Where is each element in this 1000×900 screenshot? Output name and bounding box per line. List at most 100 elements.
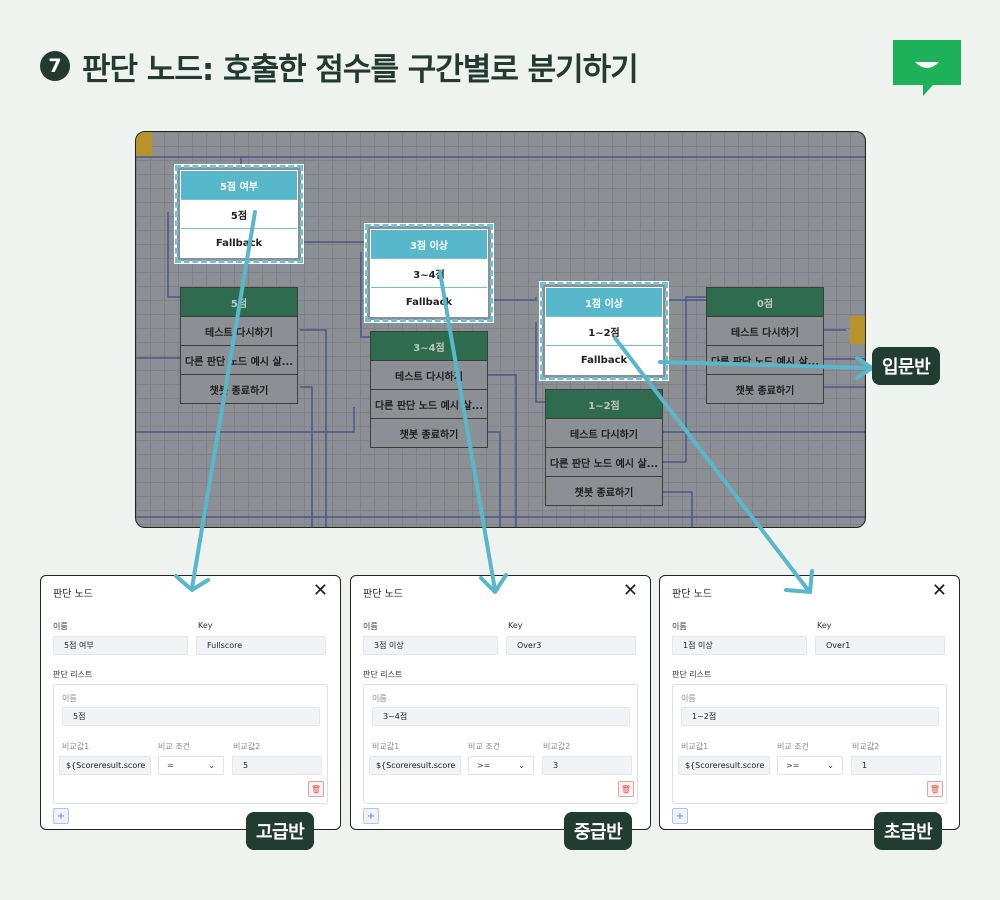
plus-icon[interactable]: + bbox=[53, 808, 69, 824]
list-label: 판단 리스트 bbox=[363, 670, 403, 679]
cond-select[interactable]: = ⌄ bbox=[158, 756, 224, 775]
cmp2-field[interactable]: 3 bbox=[542, 756, 632, 775]
node-row[interactable]: 다른 판단 노드 예시 살... bbox=[707, 345, 823, 374]
cond-select[interactable]: >= ⌄ bbox=[468, 756, 534, 775]
key-label: Key bbox=[198, 621, 213, 630]
judge-list: 이름 1~2점 비교값1 비교 조건 비교값2 ${Scoreresult.sc… bbox=[672, 684, 947, 804]
key-label: Key bbox=[508, 621, 523, 630]
cmp1-field[interactable]: ${Scoreresult.score bbox=[369, 756, 461, 775]
title-text: 판단 노드: 호출한 점수를 구간별로 분기하기 bbox=[82, 51, 639, 88]
panel-title: 판단 노드 bbox=[672, 589, 712, 600]
item-name-label: 이름 bbox=[372, 694, 387, 703]
name-label: 이름 bbox=[363, 622, 378, 631]
node-row[interactable]: 테스트 다시하기 bbox=[546, 418, 662, 447]
cmp2-field[interactable]: 1 bbox=[851, 756, 941, 775]
name-field[interactable]: 3점 이상 bbox=[363, 636, 498, 655]
node-title: 0점 bbox=[707, 288, 823, 316]
advanced-class-badge: 고급반 bbox=[246, 812, 315, 850]
panel-title: 판단 노드 bbox=[363, 589, 403, 600]
trash-icon[interactable]: 🗑 bbox=[927, 781, 943, 797]
cmp2-label: 비교값2 bbox=[852, 742, 880, 751]
node-title: 1점 이상 bbox=[546, 288, 662, 316]
node-title: 5점 bbox=[181, 288, 297, 316]
node-row[interactable]: 1~2점 bbox=[546, 316, 662, 345]
trash-icon[interactable]: 🗑 bbox=[618, 781, 634, 797]
intermediate-class-badge: 중급반 bbox=[564, 812, 633, 850]
node-row[interactable]: 3~4점 bbox=[371, 258, 487, 287]
flow-canvas[interactable]: 5점 테스트 다시하기 다른 판단 노드 예시 살... 챗봇 종료하기 3~4… bbox=[135, 131, 866, 528]
node-title: 1~2점 bbox=[546, 390, 662, 418]
key-field[interactable]: Fullscore bbox=[196, 636, 326, 655]
flow-node[interactable]: 3~4점 테스트 다시하기 다른 판단 노드 예시 살... 챗봇 종료하기 bbox=[370, 331, 488, 448]
key-field[interactable]: Over3 bbox=[506, 636, 636, 655]
beginner-class-badge: 초급반 bbox=[874, 812, 943, 850]
name-field[interactable]: 5점 여부 bbox=[53, 636, 188, 655]
node-row[interactable]: 테스트 다시하기 bbox=[707, 316, 823, 345]
item-name-field[interactable]: 3~4점 bbox=[372, 707, 630, 726]
cmp2-label: 비교값2 bbox=[543, 742, 571, 751]
item-name-label: 이름 bbox=[681, 694, 696, 703]
panel-title: 판단 노드 bbox=[53, 589, 93, 600]
cond-label: 비교 조건 bbox=[468, 742, 500, 751]
chevron-down-icon: ⌄ bbox=[827, 761, 834, 770]
trash-icon[interactable]: 🗑 bbox=[308, 781, 324, 797]
cmp1-field[interactable]: ${Scoreresult.score bbox=[59, 756, 151, 775]
cmp1-label: 비교값1 bbox=[62, 742, 90, 751]
node-row[interactable]: 챗봇 종료하기 bbox=[707, 374, 823, 403]
cond-value: = bbox=[167, 761, 174, 770]
judge-node[interactable]: 5점 여부 5점 Fallback bbox=[175, 165, 303, 263]
name-label: 이름 bbox=[53, 622, 68, 631]
node-row[interactable]: Fallback bbox=[181, 228, 297, 257]
node-row[interactable]: 테스트 다시하기 bbox=[181, 316, 297, 345]
plus-icon[interactable]: + bbox=[672, 808, 688, 824]
page-title: 7 판단 노드: 호출한 점수를 구간별로 분기하기 bbox=[40, 40, 639, 92]
list-label: 판단 리스트 bbox=[672, 670, 712, 679]
node-title: 3점 이상 bbox=[371, 230, 487, 258]
node-row[interactable]: 챗봇 종료하기 bbox=[181, 374, 297, 403]
judge-node[interactable]: 3점 이상 3~4점 Fallback bbox=[365, 224, 493, 322]
cmp1-label: 비교값1 bbox=[372, 742, 400, 751]
name-field[interactable]: 1점 이상 bbox=[672, 636, 807, 655]
list-label: 판단 리스트 bbox=[53, 670, 93, 679]
node-row[interactable]: 챗봇 종료하기 bbox=[371, 418, 487, 447]
cond-value: >= bbox=[786, 761, 800, 770]
cond-value: >= bbox=[477, 761, 491, 770]
close-icon[interactable]: ✕ bbox=[931, 580, 947, 601]
node-row[interactable]: 다른 판단 노드 예시 살... bbox=[371, 389, 487, 418]
cmp2-field[interactable]: 5 bbox=[232, 756, 322, 775]
judge-node[interactable]: 1점 이상 1~2점 Fallback bbox=[540, 282, 668, 380]
node-row[interactable]: 다른 판단 노드 예시 살... bbox=[181, 345, 297, 374]
node-row[interactable]: 챗봇 종료하기 bbox=[546, 476, 662, 505]
chevron-down-icon: ⌄ bbox=[518, 761, 525, 770]
judge-list: 이름 3~4점 비교값1 비교 조건 비교값2 ${Scoreresult.sc… bbox=[363, 684, 638, 804]
step-number: 7 bbox=[40, 51, 70, 81]
node-row[interactable]: 다른 판단 노드 예시 살... bbox=[546, 447, 662, 476]
node-row[interactable]: 테스트 다시하기 bbox=[371, 360, 487, 389]
flow-node[interactable]: 5점 테스트 다시하기 다른 판단 노드 예시 살... 챗봇 종료하기 bbox=[180, 287, 298, 404]
item-name-label: 이름 bbox=[62, 694, 77, 703]
node-title: 3~4점 bbox=[371, 332, 487, 360]
key-label: Key bbox=[817, 621, 832, 630]
close-icon[interactable]: ✕ bbox=[622, 580, 638, 601]
plus-icon[interactable]: + bbox=[363, 808, 379, 824]
key-field[interactable]: Over1 bbox=[815, 636, 945, 655]
cond-select[interactable]: >= ⌄ bbox=[777, 756, 843, 775]
judge-list: 이름 5점 비교값1 비교 조건 비교값2 ${Scoreresult.scor… bbox=[53, 684, 328, 804]
intro-class-badge: 입문반 bbox=[872, 347, 941, 385]
name-label: 이름 bbox=[672, 622, 687, 631]
flow-node[interactable]: 1~2점 테스트 다시하기 다른 판단 노드 예시 살... 챗봇 종료하기 bbox=[545, 389, 663, 506]
item-name-field[interactable]: 5점 bbox=[62, 707, 320, 726]
chevron-down-icon: ⌄ bbox=[208, 761, 215, 770]
cmp1-field[interactable]: ${Scoreresult.score bbox=[678, 756, 770, 775]
node-row[interactable]: Fallback bbox=[546, 345, 662, 374]
node-title: 5점 여부 bbox=[181, 171, 297, 199]
item-name-field[interactable]: 1~2점 bbox=[681, 707, 939, 726]
node-row[interactable]: Fallback bbox=[371, 287, 487, 316]
node-row[interactable]: 5점 bbox=[181, 199, 297, 228]
judge-node-panel: 판단 노드 ✕ 이름 1점 이상 Key Over1 판단 리스트 이름 1~2… bbox=[659, 575, 960, 830]
close-icon[interactable]: ✕ bbox=[312, 580, 328, 601]
cmp1-label: 비교값1 bbox=[681, 742, 709, 751]
cond-label: 비교 조건 bbox=[777, 742, 809, 751]
judge-node-panel: 판단 노드 ✕ 이름 5점 여부 Key Fullscore 판단 리스트 이름… bbox=[40, 575, 341, 830]
flow-node[interactable]: 0점 테스트 다시하기 다른 판단 노드 예시 살... 챗봇 종료하기 bbox=[706, 287, 824, 404]
